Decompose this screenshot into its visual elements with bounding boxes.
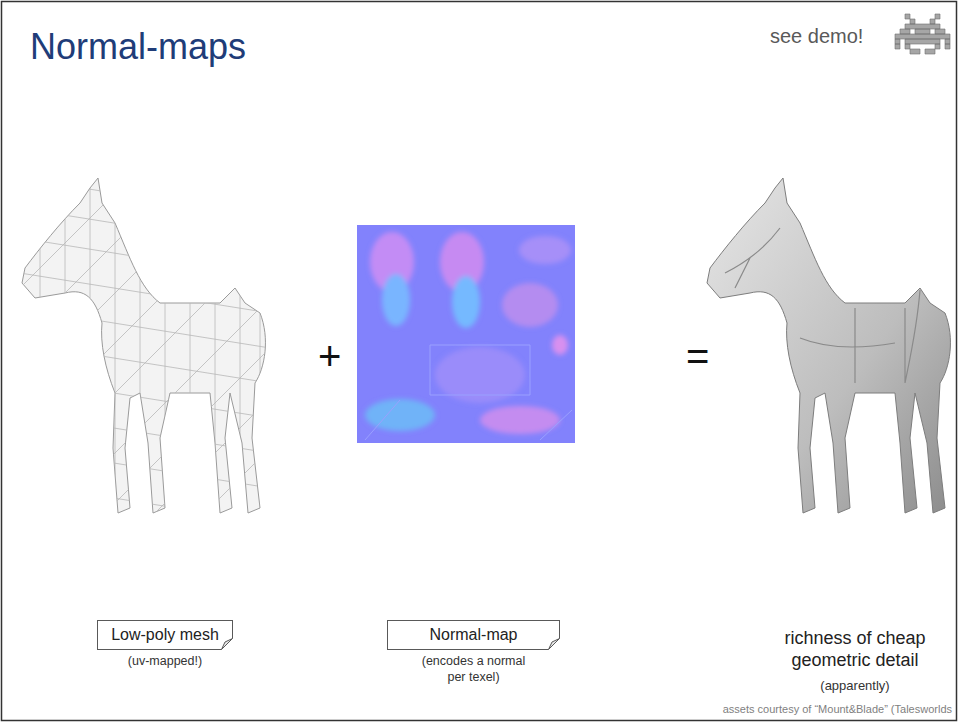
normal-map-texture: [357, 225, 575, 443]
invader-icon: [895, 14, 950, 54]
texture-island: [480, 406, 560, 434]
surface-detail: [725, 228, 920, 383]
slide-title: Normal-maps: [30, 26, 246, 68]
horse-silhouette: [22, 178, 265, 513]
corner-mask: [548, 638, 560, 650]
detailed-horse: [707, 178, 950, 513]
card-outline: Low-poly mesh: [97, 620, 233, 650]
folded-corner: [221, 638, 233, 650]
folded-corner: [548, 638, 560, 650]
texture-ground: [357, 225, 575, 443]
texture-seams: [365, 345, 572, 440]
result-caption: richness of cheap geometric detail: [775, 628, 935, 671]
card-note: (encodes a normal per texel): [413, 654, 535, 685]
corner-mask: [221, 638, 233, 650]
invader-pixels: [895, 14, 950, 54]
texture-island: [382, 274, 410, 326]
demo-note: see demo!: [770, 24, 863, 48]
card-title: Low-poly mesh: [111, 626, 219, 643]
credit-note: assets courtesy of “Mount&Blade” (Talesw…: [723, 703, 952, 716]
equals-sign: =: [686, 332, 709, 380]
texture-island: [452, 276, 480, 328]
card-outline: Normal-map: [387, 620, 560, 650]
corner-fold: [222, 639, 233, 650]
result-note: (apparently): [775, 678, 935, 694]
texture-island: [365, 399, 435, 431]
texture-island: [502, 283, 558, 327]
texture-island: [519, 236, 571, 264]
card-note: (uv-mapped!): [104, 654, 226, 670]
low-poly-horse: [20, 178, 270, 523]
mesh-edges: [20, 178, 270, 523]
horse-silhouette: [707, 178, 950, 513]
card-title: Normal-map: [429, 626, 517, 643]
label-card: Low-poly mesh (uv-mapped!): [97, 620, 233, 670]
corner-fold: [549, 639, 560, 650]
plus-sign: +: [318, 332, 341, 380]
texture-island: [552, 335, 568, 355]
mesh-wireframe: [20, 178, 270, 523]
label-card: Normal-map (encodes a normal per texel): [387, 620, 560, 685]
texture-islands: [365, 232, 571, 434]
